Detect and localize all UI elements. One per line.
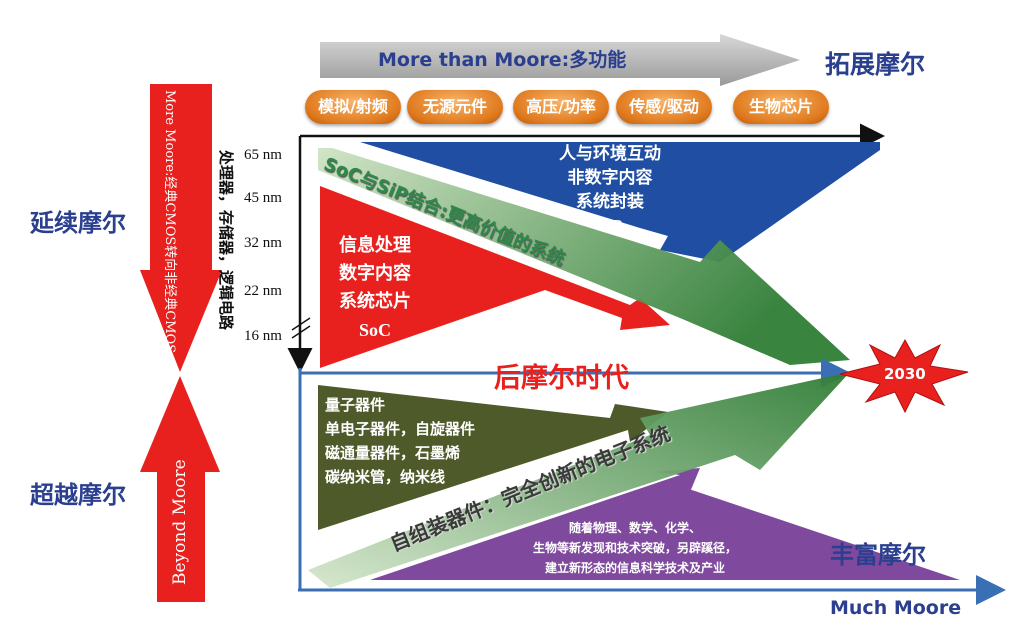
extend-moore-label: 拓展摩尔 bbox=[825, 50, 926, 79]
beyond-moore-label: 超越摩尔 bbox=[30, 481, 126, 509]
sip-arrow bbox=[360, 142, 880, 262]
devices-line: 量子器件 bbox=[325, 396, 386, 414]
purple-line: 建立新形态的信息科学技术及产业 bbox=[544, 561, 725, 575]
soc-line: 信息处理 bbox=[339, 235, 411, 256]
node-45: 45 nm bbox=[244, 190, 282, 206]
post-moore-label: 后摩尔时代 bbox=[494, 363, 629, 394]
soc-arrow bbox=[320, 186, 670, 368]
star-label: 2030 bbox=[884, 365, 926, 383]
sip-text: 人与环境互动 非数字内容 系统封装 SiP bbox=[540, 142, 680, 238]
new-devices-arrow bbox=[318, 385, 668, 530]
star-2030 bbox=[839, 338, 969, 414]
soc-text: 信息处理 数字内容 系统芯片 SoC bbox=[325, 232, 425, 344]
purple-text: 随着物理、数学、化学、 生物等新发现和技术突破，另辟蹊径， 建立新形态的信息科学… bbox=[500, 518, 770, 578]
devices-line: 单电子器件，自旋器件 bbox=[325, 420, 476, 438]
purple-line: 生物等新发现和技术突破，另辟蹊径， bbox=[532, 541, 737, 555]
sip-line: 人与环境互动 bbox=[559, 144, 661, 164]
node-16: 16 nm bbox=[244, 328, 282, 344]
more-than-moore-label: More than Moore:多功能 bbox=[378, 49, 627, 71]
axis-break bbox=[291, 325, 311, 339]
pill-biochip: 生物芯片 bbox=[733, 90, 829, 124]
pill-power: 高压/功率 bbox=[513, 90, 609, 124]
sip-line: 非数字内容 bbox=[567, 168, 653, 188]
soc-sip-band bbox=[318, 148, 850, 365]
devices-text: 量子器件 单电子器件，自旋器件 磁通量器件，石墨烯 碳纳米管，纳米线 bbox=[325, 393, 475, 489]
axis-break bbox=[291, 317, 311, 331]
node-22: 22 nm bbox=[244, 283, 282, 299]
pill-passive: 无源元件 bbox=[407, 90, 503, 124]
purple-line: 随着物理、数学、化学、 bbox=[568, 521, 701, 535]
beyond-moore-arrow-label: Beyond Moore bbox=[170, 459, 190, 585]
devices-line: 磁通量器件，石墨烯 bbox=[325, 444, 461, 462]
pill-rf: 模拟/射频 bbox=[305, 90, 401, 124]
much-moore-cn-label: 丰富摩尔 bbox=[830, 541, 926, 569]
vertical-axis-label: 处理器，存储器，逻辑电路 bbox=[217, 150, 235, 331]
sip-line: 系统封装 bbox=[576, 192, 644, 212]
continue-moore-label: 延续摩尔 bbox=[30, 209, 126, 237]
soc-line: SoC bbox=[358, 320, 391, 340]
node-65: 65 nm bbox=[244, 147, 282, 163]
pill-sensor: 传感/驱动 bbox=[616, 90, 712, 124]
more-moore-arrow-label: More Moore:经典CMOS转向非经典CMOS bbox=[162, 90, 177, 354]
node-32: 32 nm bbox=[244, 235, 282, 251]
sip-line: SiP bbox=[597, 216, 623, 235]
devices-line: 碳纳米管，纳米线 bbox=[325, 468, 446, 486]
soc-line: 数字内容 bbox=[339, 263, 411, 284]
soc-line: 系统芯片 bbox=[339, 291, 411, 312]
new-science-arrow bbox=[370, 468, 960, 580]
much-moore-label: Much Moore bbox=[830, 597, 962, 619]
more-than-moore-arrow bbox=[320, 34, 800, 86]
more-moore-down-arrow bbox=[140, 84, 222, 372]
beyond-moore-up-arrow bbox=[140, 376, 220, 602]
self-assembly-band bbox=[308, 372, 850, 588]
